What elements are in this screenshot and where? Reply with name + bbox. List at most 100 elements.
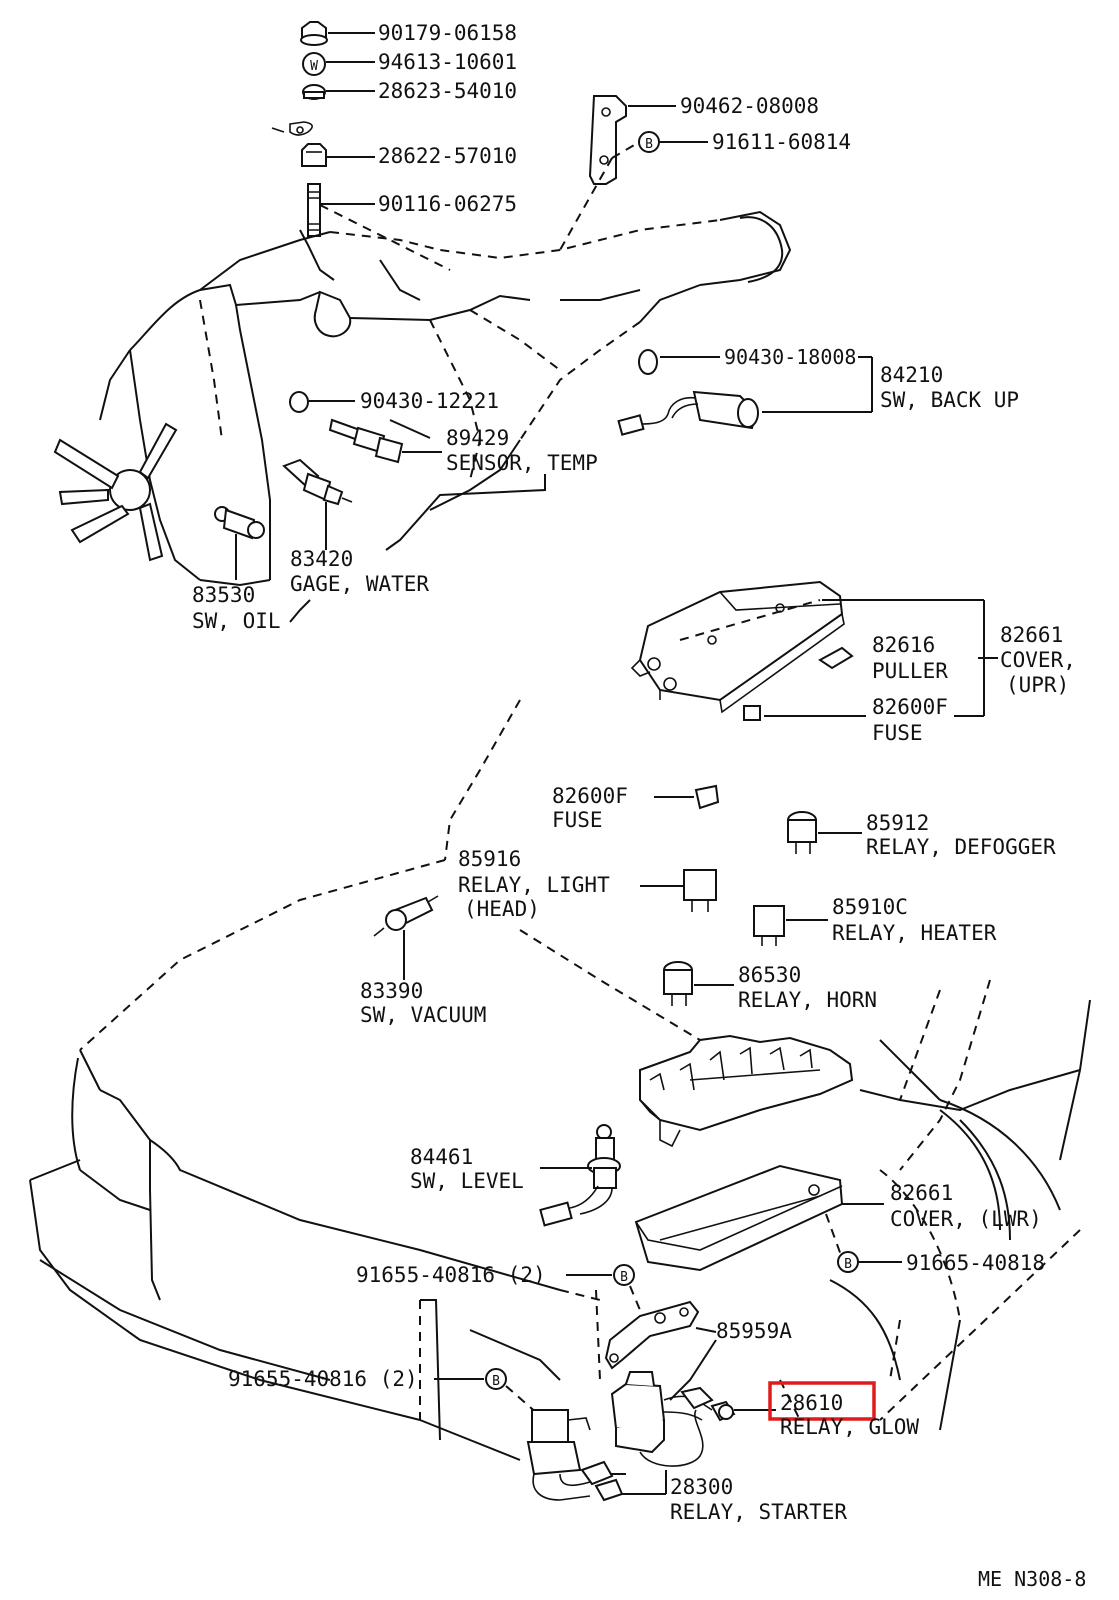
- part-no-label: 28622-57010: [378, 144, 517, 168]
- part-no-label: 85910C: [832, 895, 908, 919]
- part-name-label: COVER, (LWR): [890, 1207, 1042, 1231]
- part-no-label: 90179-06158: [378, 21, 517, 45]
- part-name-label: RELAY, LIGHT: [458, 873, 610, 897]
- bolt-mark: B: [492, 1374, 500, 1389]
- engine-sensors-group: 90430-12221 89429 SENSOR, TEMP 83420 GAG…: [192, 389, 598, 633]
- relay-heater-icon: [753, 905, 785, 946]
- part-no-label: 90430-18008: [724, 345, 856, 369]
- starter-relay-icon: [526, 1409, 624, 1502]
- part-name-label: RELAY, DEFOGGER: [866, 835, 1056, 859]
- puller-icon: [818, 646, 854, 670]
- part-name-label: RELAY, GLOW: [780, 1415, 919, 1439]
- part-no-label: 82661: [890, 1181, 953, 1205]
- part-no-label: 86530: [738, 963, 801, 987]
- part-no-label: 90116-06275: [378, 192, 517, 216]
- relay-horn-icon: [663, 961, 693, 1006]
- part-no-label: 91655-40816 (2): [356, 1263, 546, 1287]
- fuse-icon: [743, 705, 761, 721]
- relay-light-icon: [683, 869, 717, 912]
- part-name-label: (HEAD): [464, 897, 540, 921]
- lock-plate-icon: [271, 121, 313, 136]
- part-name-label: SW, LEVEL: [410, 1169, 524, 1193]
- part-no-label: 28610: [780, 1391, 843, 1415]
- part-no-label: 83530: [192, 583, 255, 607]
- cover-lower-group: 82661 COVER, (LWR) B 91665-40818: [634, 1164, 1045, 1275]
- stud-bolt-icon: [307, 183, 321, 237]
- part-no-label: 28623-54010: [378, 79, 517, 103]
- part-no-label: 83420: [290, 547, 353, 571]
- level-switch-group: 84461 SW, LEVEL: [410, 1124, 621, 1227]
- part-name-label: RELAY, STARTER: [670, 1500, 847, 1524]
- cap-nut-icon: [302, 84, 326, 100]
- bolt-marker-icon: [485, 1368, 507, 1390]
- bolt-mark: B: [620, 1270, 628, 1285]
- water-gage-icon: [282, 458, 353, 506]
- fuse-icon: [694, 784, 720, 810]
- part-no-label: 91655-40816 (2): [228, 1367, 418, 1391]
- part-name-label: SW, VACUUM: [360, 1003, 486, 1027]
- bolt-marker-icon: [837, 1251, 859, 1273]
- part-name-label: SW, BACK UP: [880, 388, 1019, 412]
- bolt-91655-b-group: 91655-40816 (2) B: [228, 1367, 539, 1415]
- bolt-marker-icon: [613, 1264, 635, 1286]
- bolt-mark: B: [645, 137, 653, 152]
- glow-relay-icon: [610, 1371, 736, 1467]
- part-no-label: 85912: [866, 811, 929, 835]
- washer-icon: W: [302, 52, 326, 76]
- bolt-marker-icon: [638, 131, 660, 153]
- level-switch-icon: [539, 1124, 621, 1227]
- junction-block-group: [639, 1034, 854, 1148]
- oil-switch-icon: [214, 506, 265, 540]
- part-no-label: 91665-40818: [906, 1251, 1045, 1275]
- fan-icon: [53, 422, 178, 562]
- backup-switch-icon: [617, 390, 759, 436]
- part-no-label: 82661: [1000, 623, 1063, 647]
- bolt-mark: B: [844, 1257, 852, 1272]
- highlight-box: [768, 1381, 876, 1421]
- top-hardware-stack: W 90179-06158 94613-10601 28623-54010 28…: [271, 21, 517, 237]
- part-no-label: 82600F: [872, 695, 948, 719]
- temp-sensor-icon: [328, 418, 404, 464]
- part-no-label: 91611-60814: [712, 130, 851, 154]
- part-no-label: 85916: [458, 847, 521, 871]
- part-no-label: 82616: [872, 633, 935, 657]
- glow-relay-group: 28610 RELAY, GLOW: [610, 1371, 919, 1467]
- part-name-label: FUSE: [872, 721, 923, 745]
- part-name-label: SENSOR, TEMP: [446, 451, 598, 475]
- part-name-label: GAGE, WATER: [290, 572, 429, 596]
- part-name-label: (UPR): [1006, 673, 1069, 697]
- part-no-label: 84210: [880, 363, 943, 387]
- part-no-label: 90430-12221: [360, 389, 499, 413]
- bracket-85959a-group: 85959A: [604, 1300, 792, 1401]
- bracket-90462-group: B 90462-08008 91611-60814: [588, 94, 851, 185]
- part-no-label: 89429: [446, 426, 509, 450]
- backup-switch-group: 90430-18008 84210 SW, BACK UP: [617, 345, 1019, 436]
- part-name-label: SW, OIL: [192, 609, 281, 633]
- part-name-label: FUSE: [552, 808, 603, 832]
- part-no-label: 28300: [670, 1475, 733, 1499]
- relays-group: 82600F FUSE 85912 RELAY, DEFOGGER 85916 …: [360, 784, 1056, 1027]
- vacuum-switch-icon: [373, 895, 439, 937]
- vehicle-body-outline: [29, 699, 1091, 1461]
- diagram-code: ME N308-8: [978, 1567, 1086, 1591]
- washer-mark: W: [310, 59, 318, 74]
- relay-defogger-icon: [787, 811, 817, 854]
- part-no-label: 94613-10601: [378, 50, 517, 74]
- gasket-icon: [638, 349, 658, 375]
- part-name-label: PULLER: [872, 659, 948, 683]
- part-name-label: RELAY, HORN: [738, 988, 877, 1012]
- engine-transmission-outline: [53, 157, 792, 587]
- bolt-91655-a-group: 91655-40816 (2) B: [356, 1263, 641, 1381]
- part-name-label: COVER,: [1000, 648, 1076, 672]
- fuse-box-upper-group: 82616 PULLER 82600F FUSE 82661 COVER, (U…: [630, 580, 1076, 745]
- part-no-label: 83390: [360, 979, 423, 1003]
- starter-relay-group: 28300 RELAY, STARTER: [526, 1409, 847, 1524]
- part-no-label: 82600F: [552, 784, 628, 808]
- part-name-label: RELAY, HEATER: [832, 921, 997, 945]
- part-no-label: 84461: [410, 1145, 473, 1169]
- nut-icon: [300, 21, 328, 46]
- part-no-label: 90462-08008: [680, 94, 819, 118]
- gasket-icon: [289, 391, 309, 413]
